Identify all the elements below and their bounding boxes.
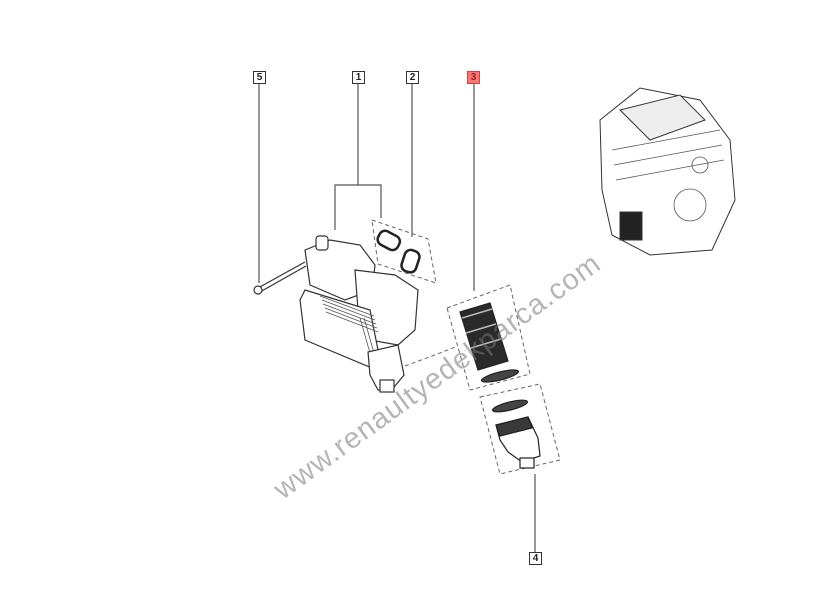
bolt-part	[253, 261, 307, 295]
callout-1[interactable]: 1	[352, 71, 365, 84]
callout-2[interactable]: 2	[406, 71, 419, 84]
oil-filter-cap-part	[491, 399, 541, 469]
leader-bracket-1	[334, 184, 382, 230]
engine-overview-thumbnail	[599, 87, 736, 256]
oil-filter-element-part	[459, 302, 520, 383]
oil-filter-housing-part	[299, 235, 419, 393]
callout-5[interactable]: 5	[253, 71, 266, 84]
gasket-parts	[376, 229, 421, 274]
callout-3-highlighted[interactable]: 3	[467, 71, 480, 84]
filter-connection-line	[404, 346, 456, 367]
filter-group-outline	[446, 284, 531, 391]
callout-4[interactable]: 4	[529, 552, 542, 565]
